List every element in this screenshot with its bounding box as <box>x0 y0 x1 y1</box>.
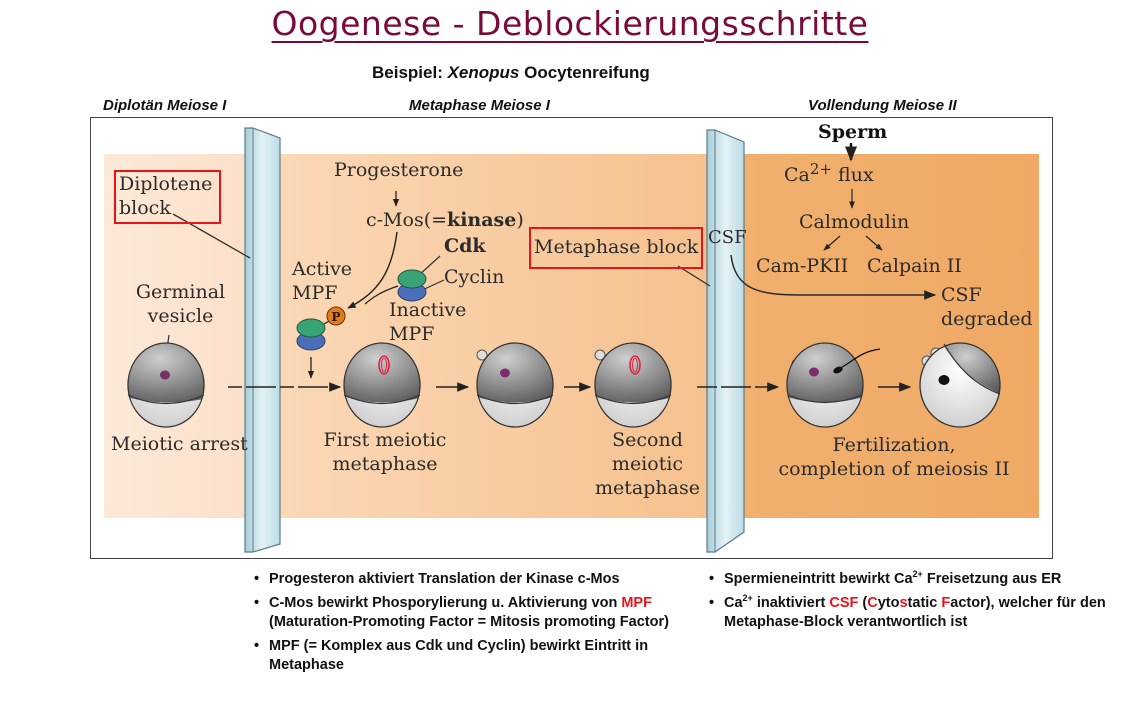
note-highlight-c: C <box>867 595 878 611</box>
calpain-label: Calpain II <box>867 255 962 277</box>
arrow-calmodulin-campkii <box>823 235 841 251</box>
note-item: Ca2+ inaktiviert CSF (Cytostatic Factor)… <box>709 594 1139 632</box>
meiotic-arrest-label: Meiotic arrest <box>111 433 248 455</box>
cdk-label: Cdk <box>444 235 486 257</box>
svg-text:P: P <box>331 310 340 324</box>
inactive-mpf-line1: Inactive <box>389 299 467 321</box>
arrow-calmodulin-calpain <box>865 235 883 251</box>
second-meiotic-line3: metaphase <box>595 477 700 499</box>
fert-line1: Fertilization, <box>832 434 956 456</box>
arrow-csf-degraded <box>730 254 937 300</box>
first-meiotic-line2: metaphase <box>332 453 438 475</box>
diplotene-block-box: Diplotene block <box>114 170 221 224</box>
first-meiotic-line1: First meiotic <box>323 429 447 451</box>
note-item: C-Mos bewirkt Phosporylierung u. Aktivie… <box>254 594 704 632</box>
oocyte-between <box>476 342 554 428</box>
phase-label-metaphase: Metaphase Meiose I <box>409 97 550 114</box>
subtitle-species: Xenopus <box>447 63 520 82</box>
note-highlight-mpf: MPF <box>621 595 652 611</box>
metaphase-barrier <box>706 129 745 553</box>
note-text: tatic <box>907 595 942 611</box>
inactive-mpf-label: Inactive MPF <box>389 298 466 346</box>
active-mpf-line2: MPF <box>292 282 338 304</box>
germinal-line1: Germinal <box>135 281 226 303</box>
oocyte-second-metaphase <box>594 342 672 428</box>
note-item: MPF (= Komplex aus Cdk und Cyclin) bewir… <box>254 637 704 675</box>
fert-line2: completion of meiosis II <box>778 458 1010 480</box>
oocyte-first-metaphase <box>343 342 421 428</box>
csf-barrier-label: CSF <box>708 227 747 248</box>
note-item: Progesteron aktiviert Translation der Ki… <box>254 570 704 589</box>
note-highlight-f: F <box>941 595 951 611</box>
cmos-label: c-Mos(=kinase) <box>366 208 524 232</box>
phase-label-diplotaen: Diplotän Meiose I <box>103 97 227 114</box>
notes-right: Spermieneintritt bewirkt Ca2+ Freisetzun… <box>709 570 1139 637</box>
note-text: yto <box>877 595 900 611</box>
cmos-suffix: ) <box>516 209 524 231</box>
second-meiotic-line2: meiotic <box>611 453 684 475</box>
germinal-vesicle-label: Germinal vesicle <box>128 280 233 328</box>
first-meiotic-label: First meiotic metaphase <box>320 428 450 476</box>
note-highlight-csf: CSF <box>829 595 859 611</box>
active-mpf-line1: Active <box>292 258 353 280</box>
diplotene-block-line1: Diplotene <box>119 173 213 195</box>
notes-left: Progesteron aktiviert Translation der Ki… <box>254 570 704 680</box>
ca-sup: 2+ <box>809 160 832 178</box>
note-text: C-Mos bewirkt Phosporylierung u. Aktivie… <box>269 595 622 611</box>
phosphate-icon: P <box>326 306 346 326</box>
arrow-inactive-active <box>364 285 399 305</box>
csf-degraded-line2: degraded <box>941 308 1033 330</box>
note-text: actor), welcher für den Metaphase-Block … <box>724 595 1106 630</box>
diplotene-block-line2: block <box>119 197 171 219</box>
note-highlight-s: s <box>899 595 908 611</box>
metaphase-leader-line <box>677 265 711 287</box>
ca-prefix: Ca <box>784 164 810 186</box>
campkii-label: Cam-PKII <box>756 255 849 277</box>
second-meiotic-label: Second meiotic metaphase <box>590 428 705 500</box>
note-item: Spermieneintritt bewirkt Ca2+ Freisetzun… <box>709 570 1139 589</box>
arrow-cmos-mpf <box>347 231 398 309</box>
active-mpf-icon <box>296 318 332 351</box>
note-sup: 2+ <box>912 569 923 580</box>
page-title: Oogenese - Deblockierungsschritte <box>271 4 869 43</box>
note-text: Spermieneintritt bewirkt Ca <box>724 571 913 587</box>
ca-suffix: flux <box>832 164 874 186</box>
inactive-mpf-line2: MPF <box>389 323 435 345</box>
phase-label-vollendung: Vollendung Meiose II <box>808 97 957 114</box>
diplotene-barrier <box>244 127 281 553</box>
note-text: ( <box>858 595 868 611</box>
metaphase-block-box: Metaphase block <box>529 227 704 269</box>
oocyte-fertilization <box>786 342 881 428</box>
cmos-kinase: kinase <box>447 209 517 231</box>
progesterone-label: Progesterone <box>334 159 464 181</box>
subtitle-prefix: Beispiel: <box>372 63 443 82</box>
ca-flux-label: Ca2+ flux <box>784 160 874 188</box>
inactive-mpf-icon <box>397 269 427 302</box>
calmodulin-label: Calmodulin <box>799 211 910 233</box>
sperm-label: Sperm <box>818 121 888 143</box>
cyclin-label: Cyclin <box>444 266 505 288</box>
note-text: Freisetzung aus ER <box>922 571 1062 587</box>
csf-degraded-line1: CSF <box>941 284 982 306</box>
diplotene-leader-line <box>172 213 251 259</box>
germinal-line2: vesicle <box>147 305 214 327</box>
note-text: Ca <box>724 595 743 611</box>
fertilization-label: Fertilization, completion of meiosis II <box>770 433 1018 481</box>
subtitle: Beispiel: Xenopus Oocytenreifung <box>372 63 650 83</box>
cmos-prefix: c-Mos(= <box>366 209 448 231</box>
subtitle-suffix: Oocytenreifung <box>524 63 650 82</box>
note-text: (Maturation-Promoting Factor = Mitosis p… <box>269 614 669 630</box>
csf-degraded-label: CSF degraded <box>941 283 1033 331</box>
active-mpf-label: Active MPF <box>292 257 352 305</box>
note-text: inaktiviert <box>752 595 830 611</box>
note-sup: 2+ <box>742 593 753 604</box>
second-meiotic-line1: Second <box>612 429 683 451</box>
